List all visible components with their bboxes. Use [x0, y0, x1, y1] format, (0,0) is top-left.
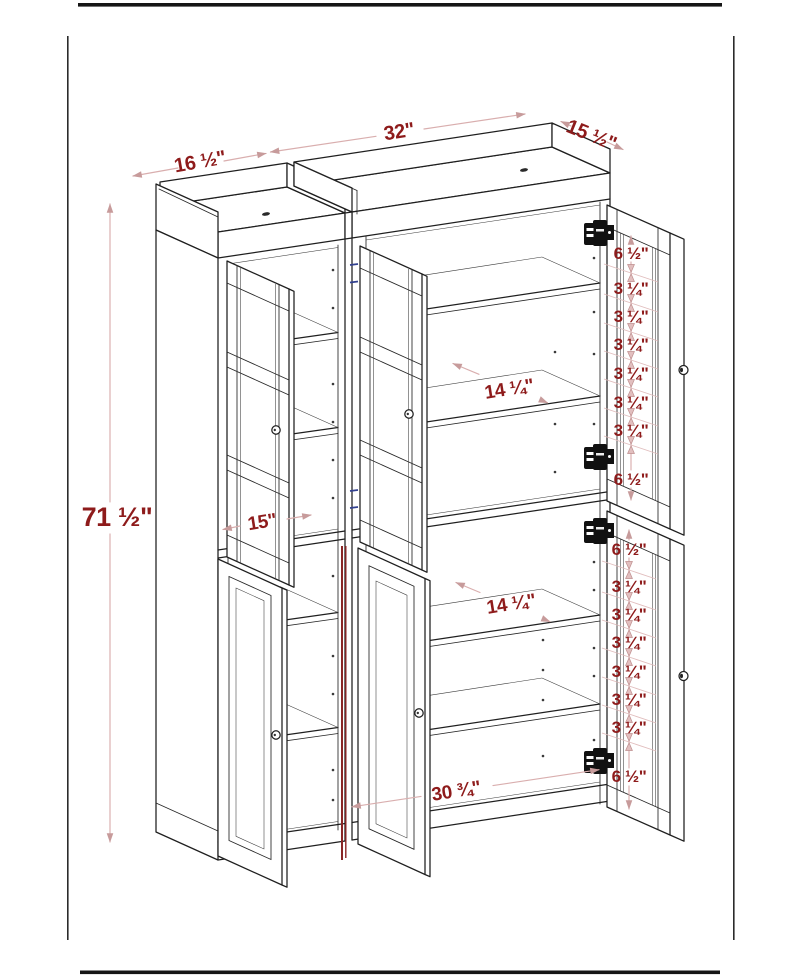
- accent-marks: [341, 263, 359, 860]
- door-knob: [404, 409, 414, 419]
- dim-upper-col-3: 3 ¼": [614, 335, 649, 354]
- dim-upper-col-0: 6 ½": [614, 244, 649, 263]
- dim-lower-col-6: 3 ¼": [612, 718, 647, 737]
- hinge-icon: [584, 748, 614, 774]
- dim-lower-col-5: 3 ¼": [612, 690, 647, 709]
- frame-top-bar: [78, 3, 722, 7]
- dim-upper-col-6: 3 ¼": [614, 421, 649, 440]
- hinge-icon: [584, 518, 614, 544]
- dim-upper-col-5: 3 ¼": [614, 393, 649, 412]
- dim-bottom-interior-width-label: 30 ¾": [430, 777, 482, 805]
- dim-top-width-right-label: 32": [382, 119, 416, 146]
- dim-lower-col-1: 3 ¼": [612, 577, 647, 596]
- top-tray: [155, 122, 611, 259]
- dim-lower-col-2: 3 ¼": [612, 605, 647, 624]
- door-lower-left: [217, 558, 288, 888]
- tray-slot-hole: [262, 212, 270, 216]
- door-knob: [678, 670, 689, 682]
- tray-slot-hole: [520, 168, 528, 172]
- door-upper-left: [226, 260, 295, 588]
- page-frame: [67, 3, 735, 975]
- dim-shelf-depth-lower-label: 14 ¼": [485, 590, 537, 618]
- door-knob: [678, 364, 689, 376]
- hinge-icon: [584, 444, 614, 470]
- dim-height-label: 71 ½": [82, 502, 153, 532]
- dim-lower-col-7: 6 ½": [612, 767, 647, 786]
- dim-left-interior-width-label: 15": [246, 510, 278, 535]
- dim-upper-col-1: 3 ¼": [614, 279, 649, 298]
- dim-upper-col-7: 6 ½": [614, 470, 649, 489]
- hinges: [584, 220, 614, 774]
- blue-mark: [349, 263, 359, 266]
- dim-upper-col-2: 3 ¼": [614, 307, 649, 326]
- door-lower-middle: [357, 547, 431, 878]
- hinge-icon: [584, 220, 614, 246]
- door-upper-right: [606, 204, 689, 536]
- dim-upper-col-4: 3 ¼": [614, 364, 649, 383]
- left-side-panel: [155, 229, 219, 861]
- dim-lower-col-0: 6 ½": [612, 540, 647, 559]
- blue-mark: [349, 280, 359, 284]
- dim-lower-col-4: 3 ¼": [612, 662, 647, 681]
- dim-shelf-depth-upper-label: 14 ¼": [483, 375, 535, 403]
- blue-mark: [349, 489, 359, 492]
- door-upper-middle: [359, 245, 428, 573]
- dim-lower-col-3: 3 ¼": [612, 633, 647, 652]
- door-knob: [271, 730, 281, 740]
- door-knob: [414, 708, 424, 718]
- dimension-labels: 16 ½" 32" 15 ½" 71 ½" 15" 14 ¼" 14 ¼" 30…: [82, 116, 649, 806]
- cabinet-line-art: [155, 122, 689, 888]
- dimension-annotations: 16 ½" 32" 15 ½" 71 ½" 15" 14 ¼" 14 ¼" 30…: [82, 112, 659, 843]
- door-knob: [271, 425, 281, 435]
- leader-lines: [601, 263, 659, 752]
- blue-mark: [349, 506, 359, 509]
- frame-bottom-bar: [80, 970, 720, 975]
